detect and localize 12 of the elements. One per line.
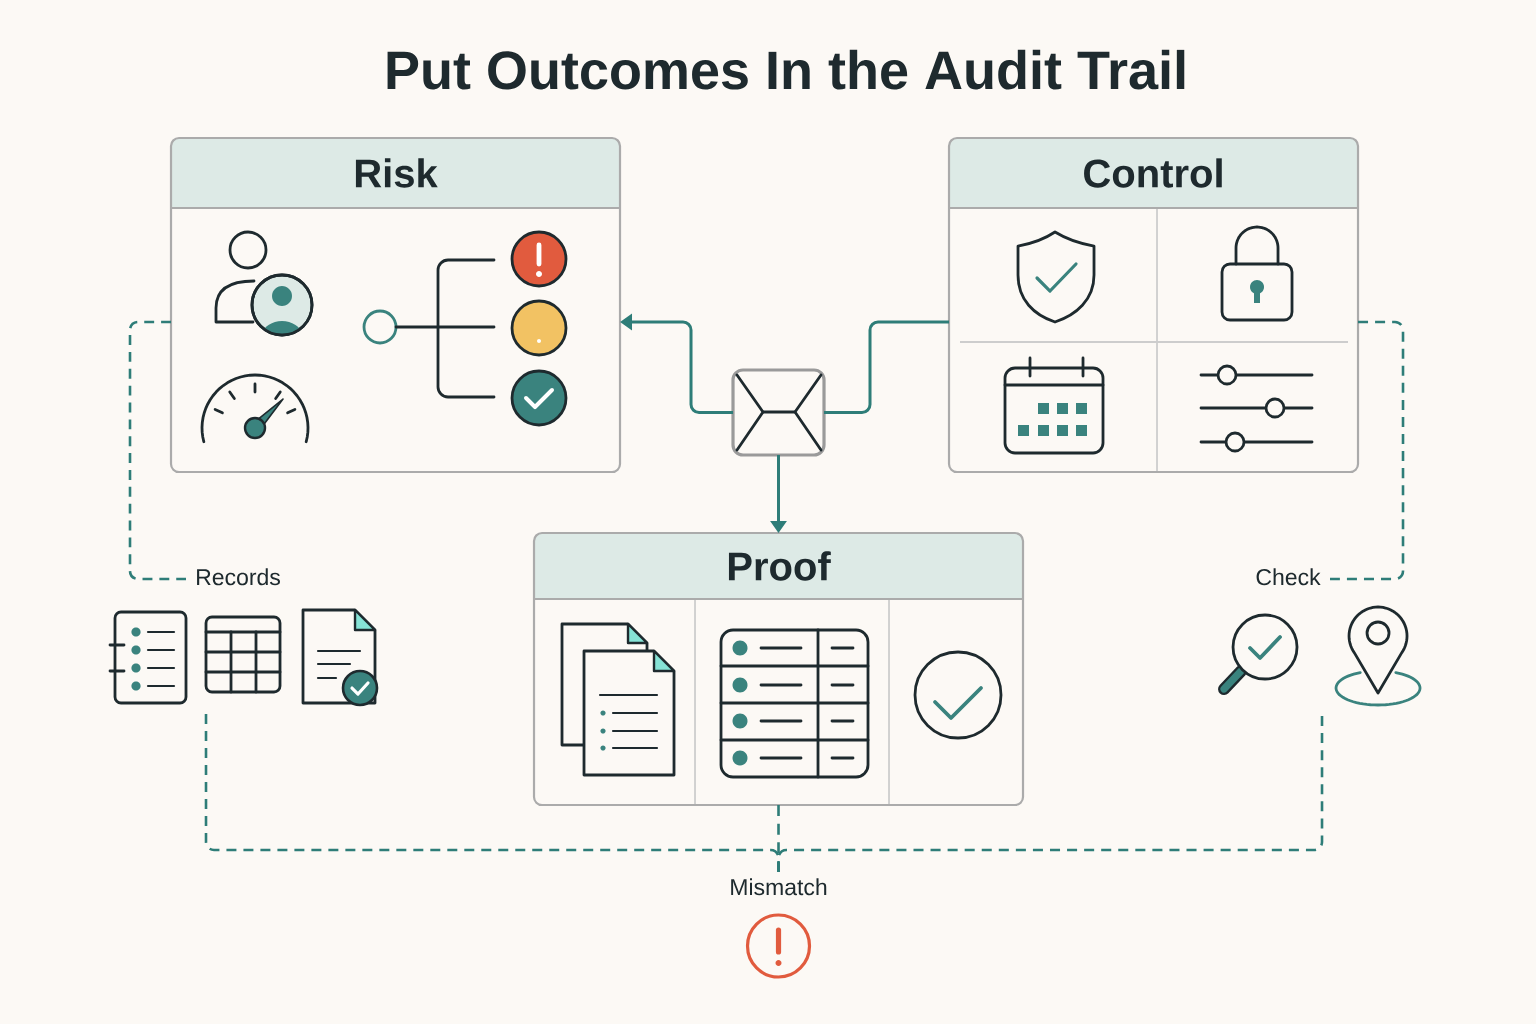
dashed-line xyxy=(1330,320,1405,581)
connector-line xyxy=(824,320,949,414)
panel: Proof xyxy=(532,531,1025,807)
group-label: Records xyxy=(197,568,280,586)
title: Put Outcomes In the Audit Trail xyxy=(387,49,1185,90)
dashed-line xyxy=(777,805,780,872)
panel: Risk xyxy=(169,136,622,474)
envelope-box xyxy=(731,368,826,457)
group-label: Mismatch xyxy=(731,878,827,896)
dashed-line xyxy=(128,320,186,581)
group-label: Check xyxy=(1256,568,1321,586)
panel: Control xyxy=(947,136,1360,474)
